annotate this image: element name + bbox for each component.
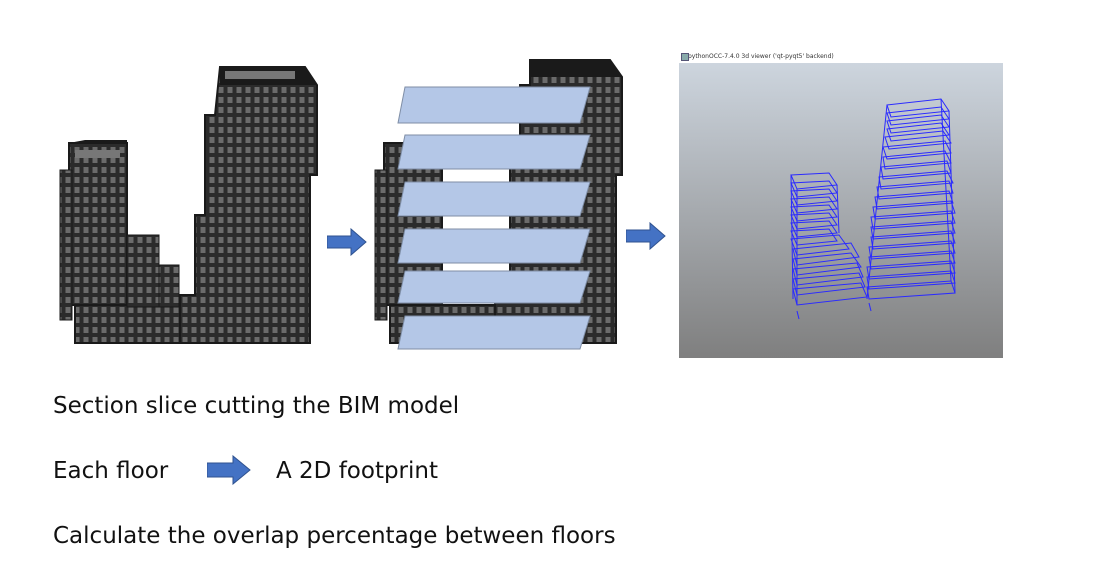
arrow-right-icon [207,455,251,485]
section-slice [397,315,591,350]
section-slice [397,86,591,124]
arrow-right-icon [626,222,666,250]
section-slice [397,134,591,170]
caption-overlap: Calculate the overlap percentage between… [53,523,616,549]
section-slice [397,228,591,264]
viewer-window-title: pythonOCC-7.4.0 3d viewer ('qt-pyqt5' ba… [688,53,834,60]
caption-section-slice: Section slice cutting the BIM model [53,393,460,419]
sliced-building-model [374,59,623,350]
caption-each-floor: Each floor [53,458,169,484]
caption-2d-footprint: A 2D footprint [276,458,438,484]
arrow-right-icon [327,228,367,256]
section-slice [397,181,591,217]
pythonocc-3d-viewer [679,63,1003,358]
bim-building-model [59,66,318,344]
section-slice [397,270,591,304]
viewer-app-icon [681,53,689,61]
